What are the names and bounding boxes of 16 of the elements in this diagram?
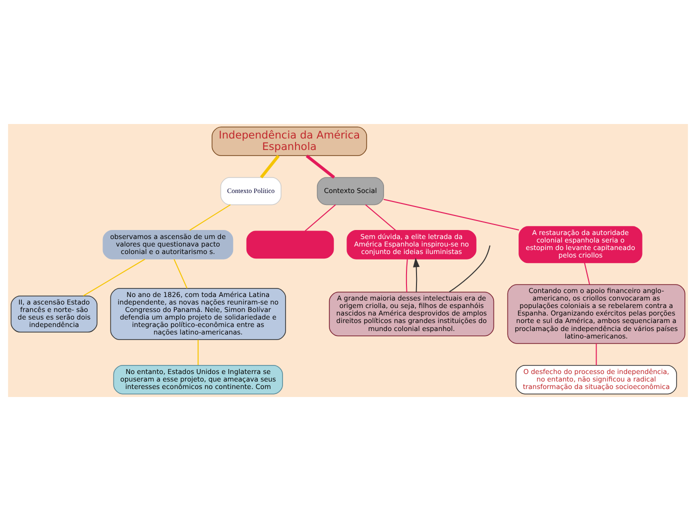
connector <box>365 204 396 230</box>
arrow <box>413 257 420 292</box>
connector <box>383 198 520 230</box>
connector <box>189 204 231 230</box>
connector <box>304 204 336 231</box>
connector <box>260 154 280 178</box>
connector <box>596 342 597 366</box>
connector <box>82 258 146 296</box>
connector <box>198 338 199 365</box>
connector <box>406 258 408 292</box>
connector <box>174 258 188 288</box>
node-box: Independência da América Espanhola <box>212 126 368 156</box>
connector <box>448 244 490 292</box>
connector <box>584 262 590 285</box>
node-box <box>246 230 334 258</box>
connector <box>306 154 336 178</box>
